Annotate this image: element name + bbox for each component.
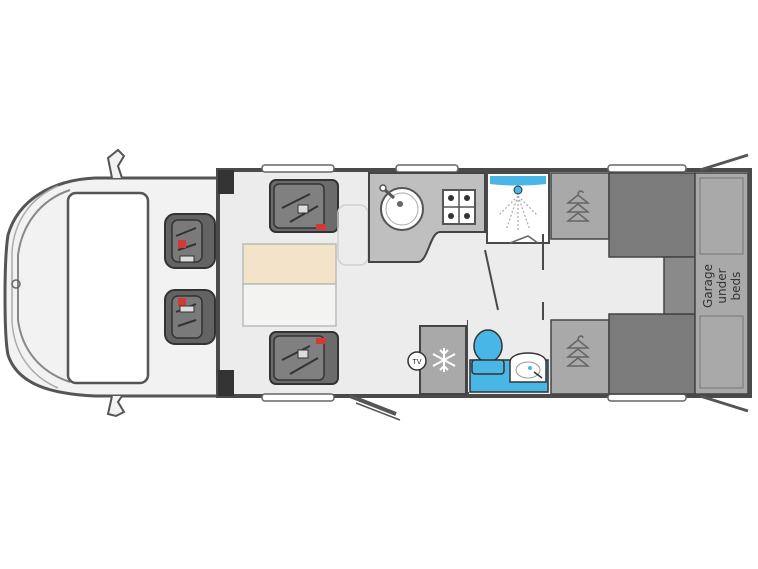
single-bed-bottom	[608, 313, 696, 395]
kitchen-unit	[368, 172, 486, 263]
garage-label-line-1: Garage	[701, 264, 715, 308]
shower-tray	[490, 176, 546, 186]
shower-icon	[497, 185, 539, 232]
lounge-seat-bottom	[269, 331, 339, 385]
cab-emblem	[11, 279, 21, 289]
vehicle-cab	[3, 148, 222, 418]
basin-icon	[509, 352, 547, 383]
gas-hob-icon	[442, 189, 476, 225]
cab-seat-top	[164, 213, 216, 269]
snowflake-icon	[432, 348, 456, 372]
windscreen	[66, 191, 150, 385]
window-top-1	[261, 164, 335, 173]
entry-door	[349, 394, 397, 416]
entry-door-edge	[355, 402, 401, 421]
sink-icon	[379, 184, 424, 231]
cab-bonnet-line-outer	[11, 185, 59, 389]
cab-seat-bottom	[164, 289, 216, 345]
dinette-table	[242, 243, 337, 327]
garage-label-line-3: beds	[729, 272, 743, 301]
hanger-icon	[565, 190, 591, 222]
bulkhead-post-top	[218, 170, 234, 194]
table-top	[242, 243, 337, 285]
bed-step	[663, 256, 696, 315]
window-bottom-1	[261, 393, 335, 402]
mirror-bottom	[106, 395, 126, 418]
window-top-2	[395, 164, 459, 173]
window-top-3	[607, 164, 687, 173]
garage-label-line-2: under	[715, 268, 729, 303]
washroom	[468, 320, 549, 393]
tv-label-left: TV	[411, 358, 421, 366]
toilet-icon	[471, 329, 505, 375]
shower-door	[509, 235, 539, 244]
window-bottom-3	[607, 393, 687, 402]
shower-cubicle	[486, 172, 550, 244]
lounge-seat-top	[269, 179, 339, 233]
rear-strut-top	[699, 153, 749, 172]
rear-strut-bottom	[699, 394, 749, 413]
table-extension	[242, 283, 337, 327]
single-bed-top	[608, 172, 696, 258]
mirror-top	[106, 148, 126, 179]
bulkhead-post-bottom	[218, 370, 234, 396]
hanger-icon	[565, 335, 591, 367]
wardrobe-bottom	[550, 319, 610, 395]
partition-1	[484, 249, 499, 311]
tv-icon-left: TV	[407, 351, 427, 371]
garage-area: Garage under beds	[694, 172, 749, 395]
fridge-unit	[419, 325, 467, 395]
wardrobe-top	[550, 172, 610, 240]
